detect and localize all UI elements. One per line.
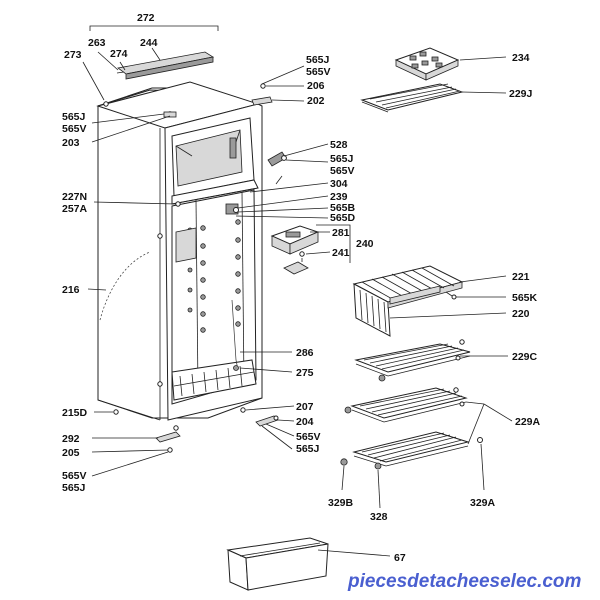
label-244: 244 bbox=[140, 37, 158, 49]
label-565v-latch: 565V bbox=[330, 165, 355, 177]
top-hinge-parts bbox=[251, 83, 273, 106]
label-272: 272 bbox=[137, 12, 155, 24]
leader-lines bbox=[82, 56, 513, 557]
label-329a: 329A bbox=[470, 497, 496, 509]
label-229a: 229A bbox=[515, 416, 541, 428]
label-565v-bottom: 565V bbox=[62, 470, 87, 482]
label-220: 220 bbox=[512, 308, 530, 320]
label-240: 240 bbox=[356, 238, 374, 250]
label-67: 67 bbox=[394, 552, 406, 564]
label-565k: 565K bbox=[512, 292, 538, 304]
label-229j: 229J bbox=[509, 88, 533, 100]
label-234: 234 bbox=[512, 52, 530, 64]
label-204: 204 bbox=[296, 416, 314, 428]
freezer-shelf bbox=[360, 83, 464, 113]
label-565j-hinge: 565J bbox=[296, 443, 320, 455]
label-221: 221 bbox=[512, 271, 530, 283]
label-565v-top: 565V bbox=[306, 66, 331, 78]
part-labels: 272 263 244 274 273 565J 565V 206 202 23… bbox=[62, 12, 541, 564]
ice-tray bbox=[394, 47, 460, 81]
label-202: 202 bbox=[307, 95, 325, 107]
label-528: 528 bbox=[330, 139, 348, 151]
label-239: 239 bbox=[330, 191, 348, 203]
door-bin bbox=[226, 537, 329, 591]
label-565v-left: 565V bbox=[62, 123, 87, 135]
bottom-tray-grid bbox=[173, 365, 255, 397]
label-257a: 257A bbox=[62, 203, 88, 215]
crisper-grille bbox=[359, 267, 455, 333]
label-263: 263 bbox=[88, 37, 106, 49]
crisper-cover bbox=[352, 265, 464, 337]
label-215d: 215D bbox=[62, 407, 88, 419]
label-286: 286 bbox=[296, 347, 314, 359]
label-216: 216 bbox=[62, 284, 80, 296]
label-227n: 227N bbox=[62, 191, 87, 203]
label-565j-latch: 565J bbox=[330, 153, 354, 165]
latch-528 bbox=[267, 151, 287, 185]
label-275: 275 bbox=[296, 367, 314, 379]
label-207: 207 bbox=[296, 401, 314, 413]
fridge-shelf-229a-upper bbox=[344, 387, 468, 423]
label-281: 281 bbox=[332, 227, 350, 239]
label-304: 304 bbox=[330, 178, 348, 190]
label-565v-hinge: 565V bbox=[296, 431, 321, 443]
label-565b: 565B bbox=[330, 202, 356, 214]
label-274: 274 bbox=[110, 48, 128, 60]
label-565j-top: 565J bbox=[306, 54, 330, 66]
label-328: 328 bbox=[370, 511, 388, 523]
label-203: 203 bbox=[62, 137, 80, 149]
label-241: 241 bbox=[332, 247, 350, 259]
label-206: 206 bbox=[307, 80, 325, 92]
refrigerator-cabinet bbox=[96, 81, 263, 421]
label-273: 273 bbox=[64, 49, 82, 61]
label-205: 205 bbox=[62, 447, 80, 459]
watermark-text: piecesdetacheeselec.com bbox=[347, 571, 582, 592]
label-229c: 229C bbox=[512, 351, 538, 363]
fridge-shelf-229a-lower bbox=[340, 431, 483, 470]
label-329b: 329B bbox=[328, 497, 354, 509]
fridge-shelf-229c bbox=[354, 339, 471, 382]
label-565j-bottom: 565J bbox=[62, 482, 86, 494]
label-292: 292 bbox=[62, 433, 80, 445]
lower-hinge bbox=[155, 425, 181, 453]
label-565j-left: 565J bbox=[62, 111, 86, 123]
label-565d: 565D bbox=[330, 212, 356, 224]
